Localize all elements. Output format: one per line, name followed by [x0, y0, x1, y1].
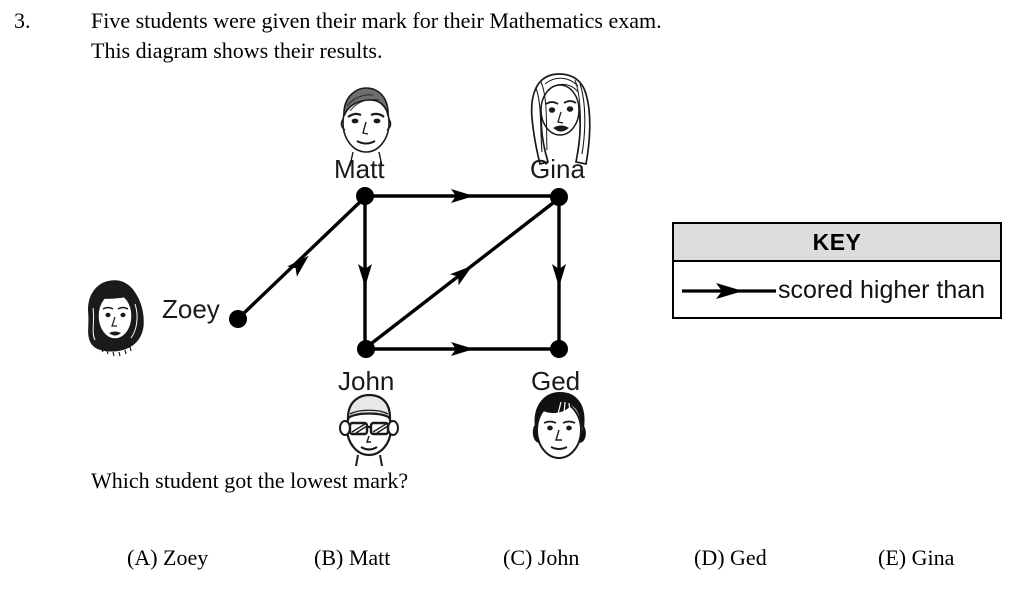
- key-entry: scored higher than: [674, 262, 1000, 319]
- answer-option-a-text: Zoey: [163, 545, 209, 570]
- arrow-right-icon: [682, 282, 776, 299]
- answer-option-b-letter: (B): [314, 545, 344, 570]
- answer-option-b[interactable]: (B) Matt: [314, 545, 390, 571]
- question-prompt: Which student got the lowest mark?: [91, 468, 409, 493]
- edge-john-gina: [370, 201, 555, 345]
- edge-zoey-matt: [242, 200, 362, 315]
- key-entry-label: scored higher than: [778, 276, 986, 304]
- answer-option-e-letter: (E): [878, 545, 907, 570]
- node-matt: [356, 187, 374, 205]
- key-legend-box: KEY scored higher than: [672, 222, 1002, 319]
- face-zoey-icon: [88, 280, 144, 357]
- face-gina-icon: [530, 73, 591, 166]
- face-ged-icon: [532, 391, 586, 459]
- edge-arrowheads: [287, 189, 566, 356]
- answer-option-b-text: Matt: [348, 545, 391, 570]
- answer-option-d[interactable]: (D) Ged: [694, 545, 767, 571]
- graph-nodes: [229, 187, 568, 358]
- answer-option-c[interactable]: (C) John: [503, 545, 579, 571]
- node-gina: [550, 188, 568, 206]
- answer-option-d-text: Ged: [730, 545, 767, 570]
- node-label-john: John: [338, 366, 395, 396]
- face-john-icon: [339, 393, 399, 467]
- node-label-ged: Ged: [531, 366, 581, 396]
- answer-option-e[interactable]: (E) Gina: [878, 545, 954, 571]
- answer-option-a-letter: (A): [127, 545, 158, 570]
- answer-option-a[interactable]: (A) Zoey: [127, 545, 208, 571]
- node-label-matt: Matt: [334, 154, 385, 184]
- node-zoey: [229, 310, 247, 328]
- answer-option-d-letter: (D): [694, 545, 725, 570]
- graph-edges: [242, 194, 561, 351]
- answer-option-c-text: John: [537, 545, 580, 570]
- question-number: 3.: [14, 8, 31, 33]
- answer-options: (A) Zoey (B) Matt (C) John (D) Ged (E) G…: [0, 545, 1028, 585]
- question-stem-line-2: This diagram shows their results.: [91, 38, 383, 63]
- question-stem-line-1: Five students were given their mark for …: [91, 8, 662, 33]
- node-label-zoey: Zoey: [162, 294, 220, 324]
- question-stem: Five students were given their mark for …: [91, 6, 891, 66]
- answer-option-c-letter: (C): [503, 545, 533, 570]
- node-ged: [550, 340, 568, 358]
- node-label-gina: Gina: [530, 154, 585, 184]
- node-john: [357, 340, 375, 358]
- answer-option-e-text: Gina: [911, 545, 955, 570]
- key-title: KEY: [674, 224, 1000, 262]
